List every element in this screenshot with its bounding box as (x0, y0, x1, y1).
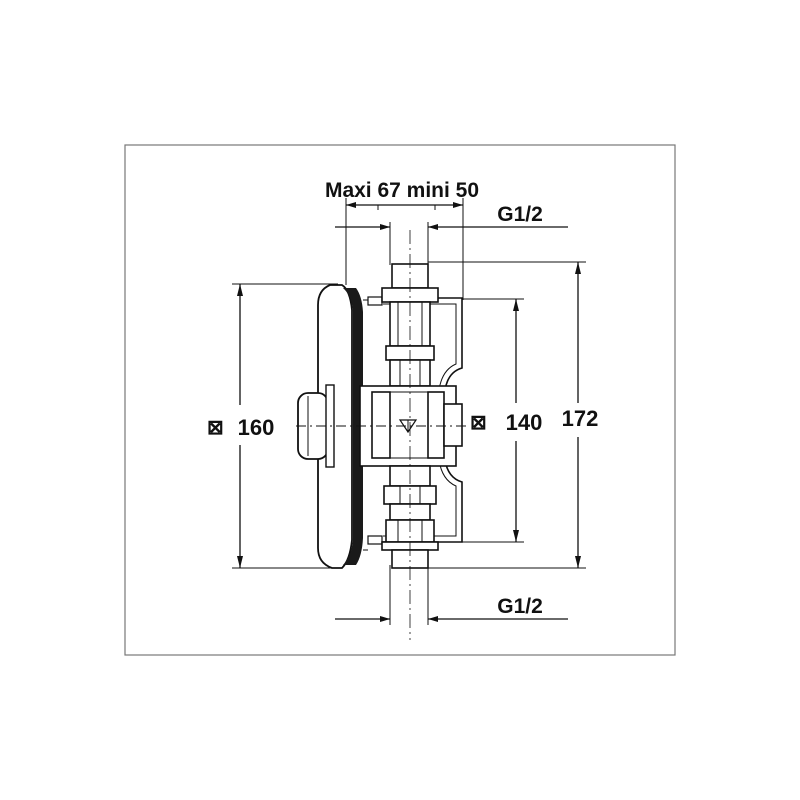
square-icon-160: ⊠ (207, 417, 224, 439)
label-dim-140: 140 (506, 410, 543, 435)
dim-thread-bottom (335, 565, 568, 625)
frame-border (124, 144, 676, 656)
label-bg-140 (470, 403, 546, 441)
label-dim-160: 160 (238, 415, 275, 440)
label-bg-172 (556, 403, 604, 437)
label-thread-bottom: G1/2 (497, 595, 543, 618)
label-dim-172: 172 (562, 406, 599, 431)
dim-maxi-mini (345, 198, 464, 300)
label-thread-top: G1/2 (497, 203, 543, 226)
square-icon-140: ⊠ (470, 412, 487, 434)
dim-thread-top (335, 222, 568, 265)
valve-body (296, 385, 470, 467)
cover-plate (317, 284, 368, 569)
label-maxi-mini: Maxi 67 mini 50 (325, 179, 479, 202)
